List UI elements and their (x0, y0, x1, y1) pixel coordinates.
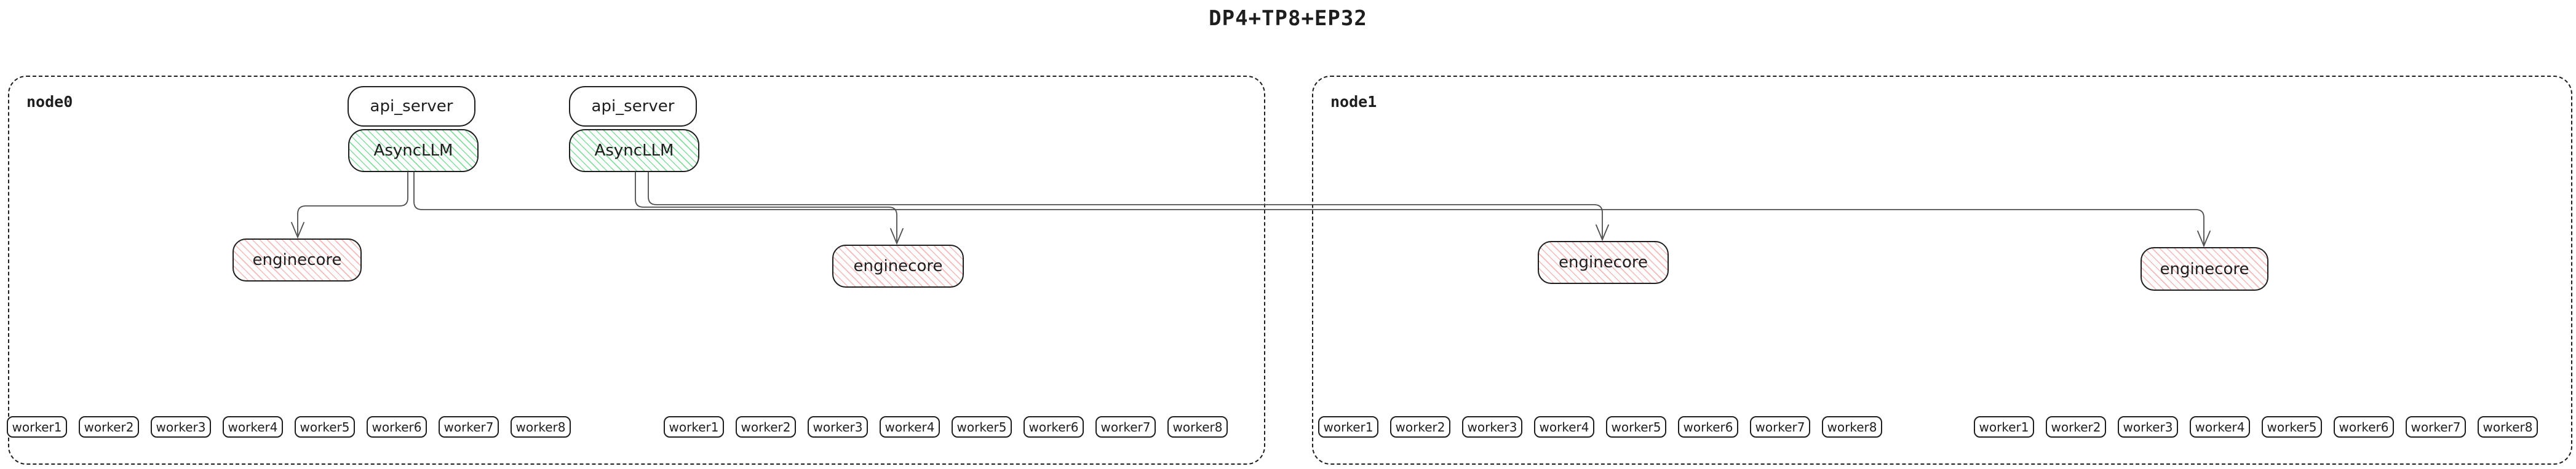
worker-group-node0-a: worker1 worker2 worker3 worker4 worker5 worke… (7, 416, 571, 438)
enginecore-box-3: enginecore (1538, 241, 1669, 284)
enginecore-box-4: enginecore (2141, 247, 2268, 291)
worker-box: worker6 (1024, 416, 1084, 438)
worker-box: worker1 (7, 416, 67, 438)
worker-box: worker3 (808, 416, 868, 438)
worker-box: worker1 (664, 416, 724, 438)
worker-box: worker4 (1534, 416, 1594, 438)
enginecore-box-1: enginecore (233, 238, 362, 282)
worker-box: worker3 (2118, 416, 2178, 438)
worker-box: worker2 (2046, 416, 2106, 438)
worker-box: worker6 (2334, 416, 2394, 438)
node1-container: node1 (1312, 76, 2572, 465)
worker-group-node1-a: worker1 worker2 worker3 worker4 worker5 worke… (1318, 416, 1882, 438)
worker-group-node1-b: worker1 worker2 worker3 worker4 worker5 worke… (1974, 416, 2538, 438)
worker-box: worker5 (295, 416, 355, 438)
worker-box: worker5 (952, 416, 1012, 438)
api-server-box-1: api_server (348, 86, 475, 127)
worker-box: worker1 (1974, 416, 2034, 438)
worker-box: worker5 (2262, 416, 2322, 438)
worker-box: worker1 (1318, 416, 1378, 438)
worker-box: worker4 (2190, 416, 2250, 438)
worker-box: worker7 (1750, 416, 1810, 438)
worker-box: worker3 (1462, 416, 1522, 438)
worker-group-node0-b: worker1 worker2 worker3 worker4 worker5 worke… (664, 416, 1228, 438)
worker-box: worker2 (79, 416, 139, 438)
node1-label: node1 (1330, 93, 1377, 111)
worker-box: worker8 (511, 416, 571, 438)
worker-box: worker6 (1678, 416, 1738, 438)
diagram-title: DP4+TP8+EP32 (1209, 6, 1367, 31)
asyncllm-box-2: AsyncLLM (569, 129, 699, 172)
worker-box: worker7 (2406, 416, 2466, 438)
node0-container: node0 (8, 76, 1265, 465)
worker-box: worker7 (1095, 416, 1156, 438)
worker-box: worker8 (1167, 416, 1228, 438)
worker-box: worker5 (1606, 416, 1666, 438)
worker-box: worker4 (223, 416, 283, 438)
worker-box: worker6 (367, 416, 427, 438)
worker-box: worker2 (1390, 416, 1450, 438)
enginecore-box-2: enginecore (832, 245, 964, 288)
worker-box: worker7 (439, 416, 499, 438)
worker-box: worker8 (2478, 416, 2538, 438)
worker-box: worker8 (1822, 416, 1882, 438)
worker-box: worker4 (880, 416, 940, 438)
node0-label: node0 (26, 93, 73, 111)
asyncllm-box-1: AsyncLLM (348, 129, 479, 172)
worker-box: worker3 (151, 416, 211, 438)
worker-box: worker2 (736, 416, 796, 438)
api-server-box-2: api_server (569, 86, 697, 127)
